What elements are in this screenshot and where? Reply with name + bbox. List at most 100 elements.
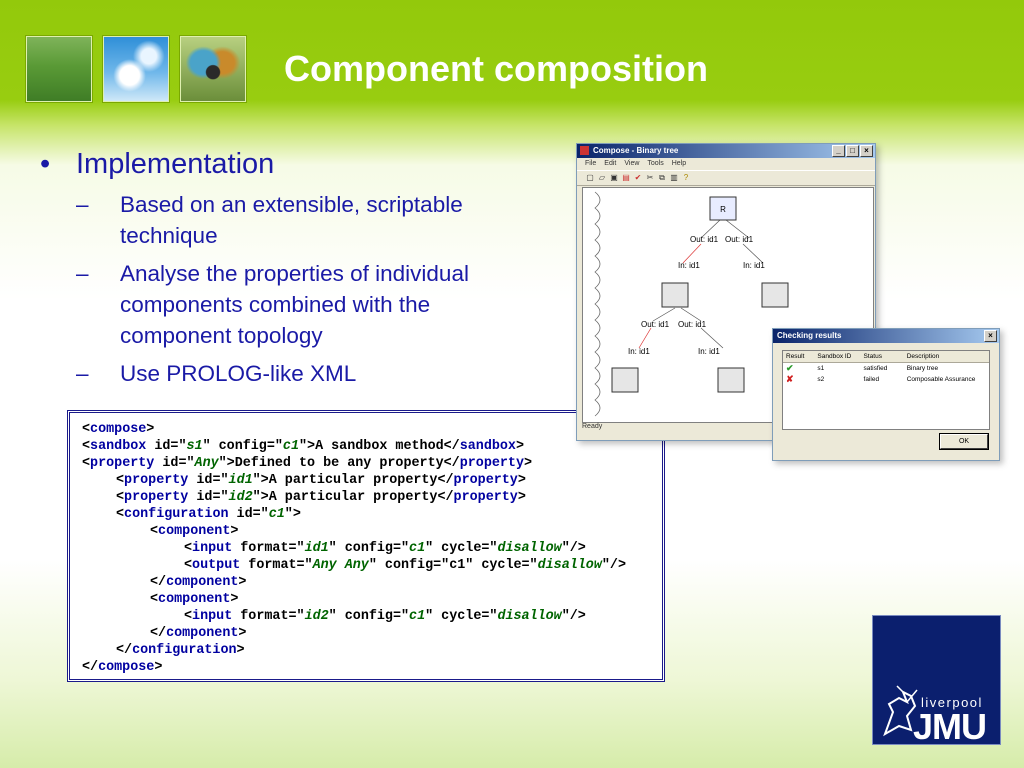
- check-icon[interactable]: ✔: [634, 173, 642, 182]
- xml-attr-value: id1: [304, 541, 329, 556]
- new-file-icon[interactable]: ▢: [586, 173, 594, 182]
- code-line: </configuration>: [82, 642, 662, 659]
- xml-tag-name: output: [192, 558, 241, 573]
- xml-attr-value: c1: [282, 439, 299, 454]
- xml-punctuation: "/>: [561, 541, 586, 556]
- menu-file[interactable]: File: [585, 160, 597, 167]
- logo-text-liverpool: liverpool: [921, 695, 983, 710]
- menu-tools[interactable]: Tools: [647, 160, 664, 167]
- sandbox-id-cell: s2: [817, 376, 825, 383]
- out-port-label: Out: id1: [725, 235, 754, 244]
- code-line: </component>: [82, 625, 662, 642]
- xml-attr-value: id1: [228, 473, 253, 488]
- minimize-icon[interactable]: _: [832, 145, 845, 157]
- xml-tag-name: sandbox: [90, 439, 147, 454]
- sandbox-id-cell: s1: [817, 365, 825, 372]
- ok-button[interactable]: OK: [939, 433, 989, 450]
- xml-punctuation: ">Defined to be any property</: [218, 456, 460, 471]
- xml-tag-name: property: [124, 473, 189, 488]
- xml-punctuation: >: [230, 524, 239, 539]
- open-folder-icon[interactable]: ▱: [598, 173, 606, 182]
- in-port-label: In: id1: [698, 347, 720, 356]
- xml-attr-value: s1: [186, 439, 203, 454]
- xml-code-listing: <compose><sandbox id="s1" config="c1">A …: [67, 410, 665, 682]
- sub-bullet-marker: –: [76, 361, 89, 386]
- help-icon[interactable]: ?: [683, 173, 689, 182]
- xml-punctuation: >: [517, 473, 526, 488]
- liver-bird-icon: [883, 685, 918, 737]
- xml-tag-name: component: [166, 626, 239, 641]
- xml-punctuation: >: [230, 592, 239, 607]
- xml-tag-name: property: [90, 456, 155, 471]
- xml-punctuation: >: [238, 626, 247, 641]
- root-node[interactable]: [709, 196, 737, 221]
- code-line: <compose>: [82, 421, 662, 438]
- logo-text-jmu: JMU: [913, 706, 987, 747]
- xml-tag-name: component: [166, 575, 239, 590]
- code-line: <property id="id2">A particular property…: [82, 489, 662, 506]
- xml-tag-name: property: [453, 473, 518, 488]
- compose-toolbar: ▢ ▱ ▣ ▤ ✔ ✂ ⧉ ▥ ?: [577, 170, 875, 186]
- xml-punctuation: </: [150, 626, 167, 641]
- xml-punctuation: id=": [188, 473, 229, 488]
- out-port-label: Out: id1: [678, 320, 707, 329]
- column-header[interactable]: Sandbox ID: [817, 353, 852, 360]
- compose-menubar: File Edit View Tools Help: [577, 158, 875, 170]
- bullet-list: • Implementation – Based on an extensibl…: [40, 146, 540, 389]
- xml-attr-value: id2: [304, 609, 329, 624]
- bullet-marker: •: [40, 148, 51, 180]
- menu-edit[interactable]: Edit: [604, 160, 617, 167]
- results-table: Result Sandbox ID Status Description ✔ s1…: [782, 350, 990, 430]
- menu-help[interactable]: Help: [671, 160, 687, 167]
- column-header[interactable]: Status: [863, 353, 882, 360]
- sub-bullet-marker: –: [76, 192, 89, 217]
- close-icon[interactable]: ×: [984, 330, 997, 342]
- xml-tag-name: configuration: [124, 507, 229, 522]
- component-node[interactable]: [761, 282, 789, 308]
- status-bar: Ready: [582, 423, 603, 430]
- xml-punctuation: " config=": [328, 541, 410, 556]
- binary-tree-diagram: R Out: id1 Out: id1 In: id1 In: id1 Out:…: [594, 191, 789, 417]
- close-icon[interactable]: ×: [860, 145, 873, 157]
- save-icon[interactable]: ▣: [610, 173, 618, 182]
- menu-view[interactable]: View: [624, 160, 640, 167]
- in-port-label: In: id1: [678, 261, 700, 270]
- compose-titlebar[interactable]: Compose - Binary tree _ □ ×: [577, 144, 875, 158]
- sky-photo: [103, 36, 169, 102]
- xml-punctuation: <: [82, 456, 91, 471]
- xml-tag-name: input: [192, 541, 233, 556]
- cross-icon: ✘: [786, 374, 794, 384]
- slide-title: Component composition: [284, 48, 708, 89]
- code-line: <property id="Any">Defined to be any pro…: [82, 455, 662, 472]
- liverpool-jmu-logo: liverpool JMU: [872, 615, 1001, 747]
- description-cell: Binary tree: [906, 365, 939, 372]
- xml-tag-name: compose: [90, 422, 147, 437]
- xml-punctuation: id=": [146, 439, 187, 454]
- checking-results-titlebar[interactable]: Checking results ×: [773, 329, 999, 343]
- copy-icon[interactable]: ⧉: [659, 173, 665, 182]
- component-node[interactable]: [661, 282, 689, 308]
- checking-results-title: Checking results: [777, 331, 842, 340]
- component-node[interactable]: [717, 367, 745, 393]
- bullet-implementation: • Implementation: [40, 146, 540, 182]
- xml-punctuation: >: [517, 490, 526, 505]
- check-icon: ✔: [786, 363, 794, 373]
- component-node[interactable]: [611, 367, 639, 393]
- column-header[interactable]: Description: [906, 353, 940, 360]
- maximize-icon[interactable]: □: [846, 145, 859, 157]
- cut-icon[interactable]: ✂: [646, 173, 654, 182]
- xml-punctuation: "/>: [561, 609, 586, 624]
- xml-tag-name: component: [158, 524, 231, 539]
- paste-icon[interactable]: ▥: [670, 173, 678, 182]
- column-header[interactable]: Result: [786, 353, 805, 360]
- checking-results-dialog[interactable]: Checking results × Result Sandbox ID Sta…: [772, 328, 1000, 461]
- code-line: <sandbox id="s1" config="c1">A sandbox m…: [82, 438, 662, 455]
- xml-punctuation: >: [154, 660, 163, 675]
- compose-icon[interactable]: ▤: [622, 173, 630, 182]
- xml-punctuation: </: [82, 660, 99, 675]
- xml-punctuation: >: [236, 643, 245, 658]
- xml-attr-value: disallow: [497, 541, 562, 556]
- xml-punctuation: ">A sandbox method</: [299, 439, 460, 454]
